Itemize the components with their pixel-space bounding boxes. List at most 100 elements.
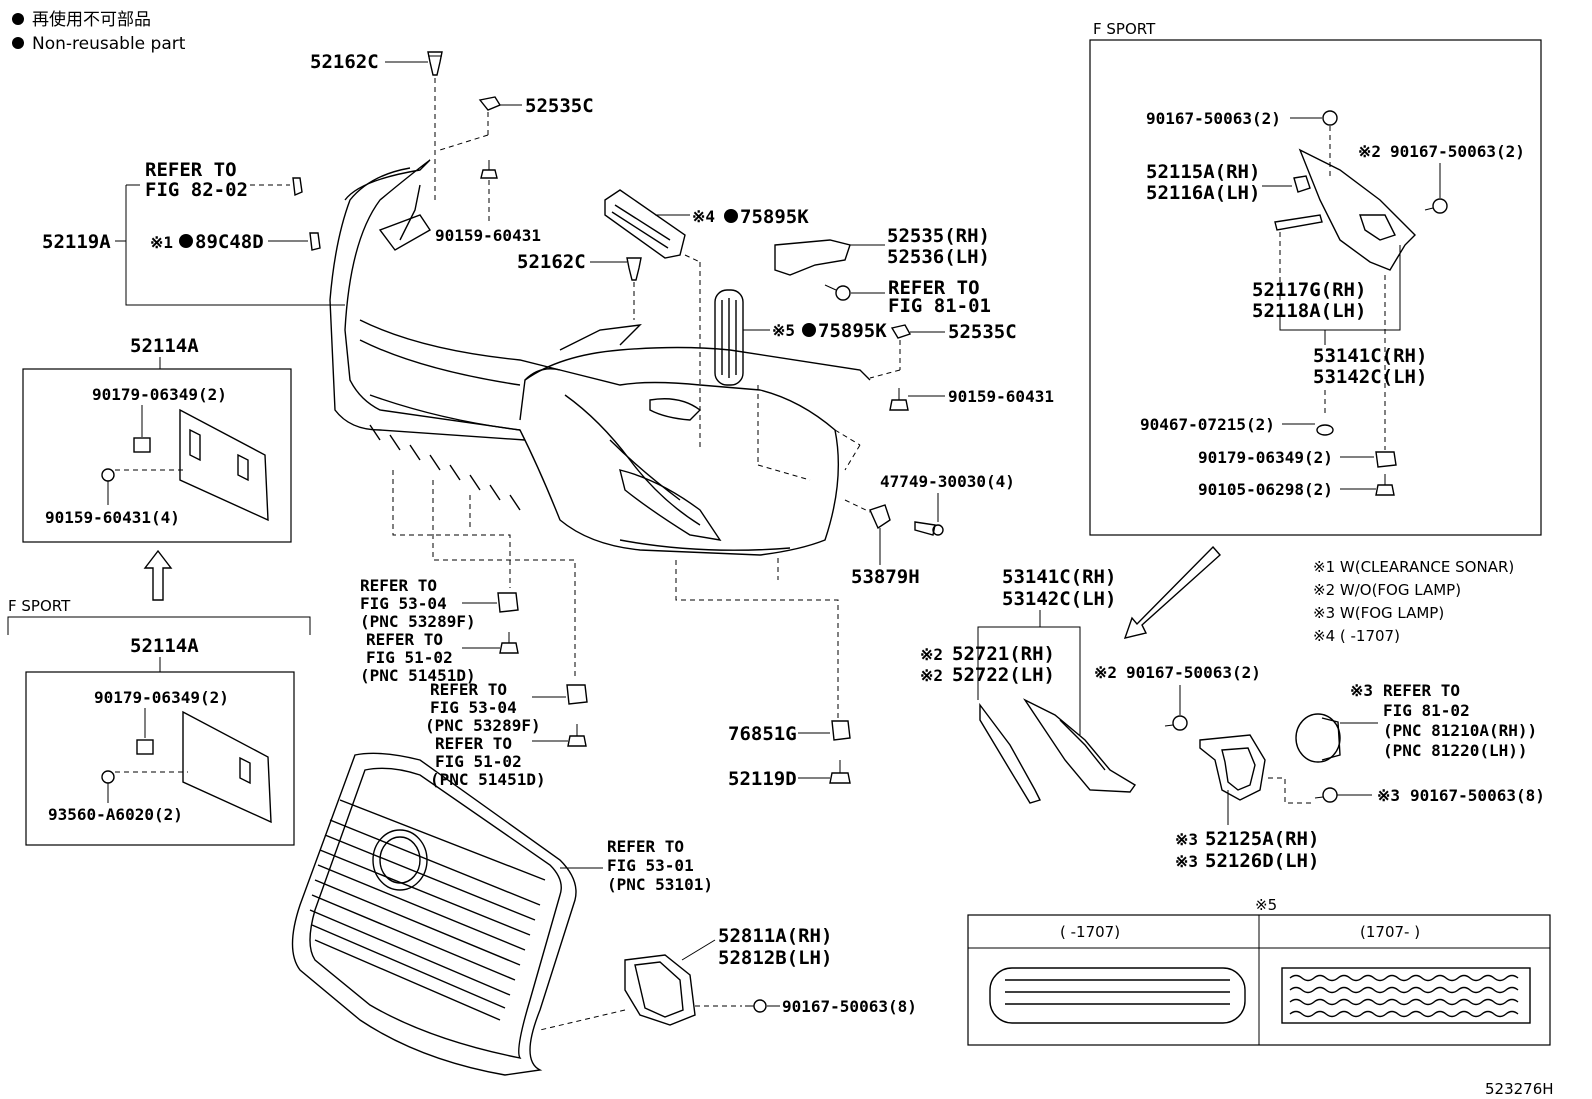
note-3: ※3 W(FOG LAMP) [1313,604,1444,622]
bolt-90159-60431-b-icon [889,388,909,411]
label-52162C-mid: 52162C [517,251,586,273]
label-93560: 93560-A6020(2) [48,805,183,824]
arrow-down-left-icon [1123,545,1221,639]
fs-52118A: 52118A(LH) [1252,300,1366,322]
label-52535C-mid: 52535C [948,321,1017,343]
fs-52117G: 52117G(RH) [1252,279,1366,301]
b-refer-l2: FIG 81-02 [1383,701,1470,720]
label-90179-06349-b: 90179-06349(2) [94,688,229,707]
b-52126D: 52126D(LH) [1205,850,1319,872]
box-52114A-top [22,368,292,543]
label-76851G: 76851G [728,723,797,745]
b-note2b: ※2 [920,666,943,685]
fs-53141C: 53141C(RH) [1313,345,1427,367]
b-53141C: 53141C(RH) [1002,566,1116,588]
ref-51-02-1-l2: FIG 51-02 [366,648,453,667]
b-note3a: ※3 [1350,681,1373,700]
fsport-right-title: F SPORT [1093,20,1156,38]
screw-47749-icon [914,521,944,536]
b-note3d: ※3 [1175,852,1198,871]
b-note2c: ※2 [1094,663,1117,682]
fog-cover-52811A-icon [624,954,696,1026]
fs-90105: 90105-06298(2) [1198,480,1333,499]
garnish-52721-icon [979,702,1041,804]
legend-jp: 再使用不可部品 [32,9,151,30]
legend-en: Non-reusable part [32,34,186,54]
label-52114A-top: 52114A [130,335,199,357]
bolt-51451D-2-icon [567,724,587,747]
b-note3c: ※3 [1175,830,1198,849]
ref-53-01-l2: FIG 53-01 [607,856,694,875]
bolt-90159-60431-icon [480,160,498,179]
box-fsport-right [1089,39,1542,536]
b-53142C: 53142C(LH) [1002,588,1116,610]
b-note3b: ※3 [1377,786,1400,805]
table5-col1: ( -1707) [1060,923,1120,941]
b-refer-l1: REFER TO [1383,681,1460,700]
ref-51-02-2-l2: FIG 51-02 [435,752,522,771]
note5-marker: ※5 [772,321,795,340]
refer-82-02-line1: REFER TO [145,159,237,181]
fs-53142C: 53142C(LH) [1313,366,1427,388]
note-4: ※4 ( -1707) [1313,627,1400,645]
non-reusable-dot-icon [724,209,738,223]
label-89C48D: 89C48D [195,231,264,253]
bolt-icon [101,770,115,784]
ref-53-01-l3: (PNC 53101) [607,875,713,894]
molding-75895K-b-icon [714,289,744,386]
ref-53-04-1-l3: (PNC 53289F) [360,612,476,631]
screw-81-01-icon [824,284,851,301]
screw-90167-8-icon [745,999,767,1013]
fs-52115A: 52115A(RH) [1146,161,1260,183]
label-52536LH: 52536(LH) [887,246,990,268]
label-75895K-a: 75895K [740,206,809,228]
nut-icon [136,739,154,755]
clip-52535C-mid-icon [890,324,912,339]
ref-51-02-1-l3: (PNC 51451D) [360,666,476,685]
sensor-icon [309,232,321,251]
screw-90167-8b-icon [1314,787,1338,803]
non-reusable-dot-icon [179,234,193,248]
label-90167-50063-8: 90167-50063(8) [782,997,917,1016]
label-52811A: 52811A(RH) [718,925,832,947]
table5-col2: (1707- ) [1360,923,1420,941]
fs-90467: 90467-07215(2) [1140,415,1275,434]
b-refer-l4: (PNC 81220(LH)) [1383,741,1528,760]
label-52535C-top: 52535C [525,95,594,117]
box-52114A-bot [25,671,295,846]
b-90167-2: 90167-50063(2) [1126,663,1261,682]
ref-53-04-1-l1: REFER TO [360,576,437,595]
screw-icon [1164,715,1188,731]
ref-53-04-2-l1: REFER TO [430,680,507,699]
label-90159-60431-b: 90159-60431 [948,387,1054,406]
clip-76851G-icon [831,720,851,741]
label-52119D: 52119D [728,768,797,790]
fs-90167-b: 90167-50063(2) [1390,142,1525,161]
bumper-cover-drawing [329,159,871,556]
fsport-left-title: F SPORT [8,597,71,615]
label-52119A: 52119A [42,231,111,253]
clip-52162C-mid-icon [626,257,642,281]
clip-53879H-icon [869,504,891,530]
refer-82-02-line2: FIG 82-02 [145,179,248,201]
non-reusable-dot-icon [12,13,24,25]
bolt-51451D-icon [499,632,519,654]
clip-52535C-top-icon [478,96,502,111]
screw-52119D-icon [829,760,851,784]
ref-53-04-2-l2: FIG 53-04 [430,698,517,717]
bolt-90105-icon [1375,474,1395,496]
label-52114A-bot: 52114A [130,635,199,657]
ref-51-02-1-l1: REFER TO [366,630,443,649]
clip-90467-icon [1316,424,1334,436]
b-52722: 52722(LH) [952,664,1055,686]
b-52125A: 52125A(RH) [1205,828,1319,850]
ref-53-04-1-l2: FIG 53-04 [360,594,447,613]
label-53879H: 53879H [851,566,920,588]
molding-early-icon [989,967,1246,1024]
ref-53-01-l1: REFER TO [607,837,684,856]
nut-icon [1375,451,1397,468]
label-47749: 47749-30030(4) [880,472,1015,491]
ref-51-02-2-l3: (PNC 51451D) [430,770,546,789]
